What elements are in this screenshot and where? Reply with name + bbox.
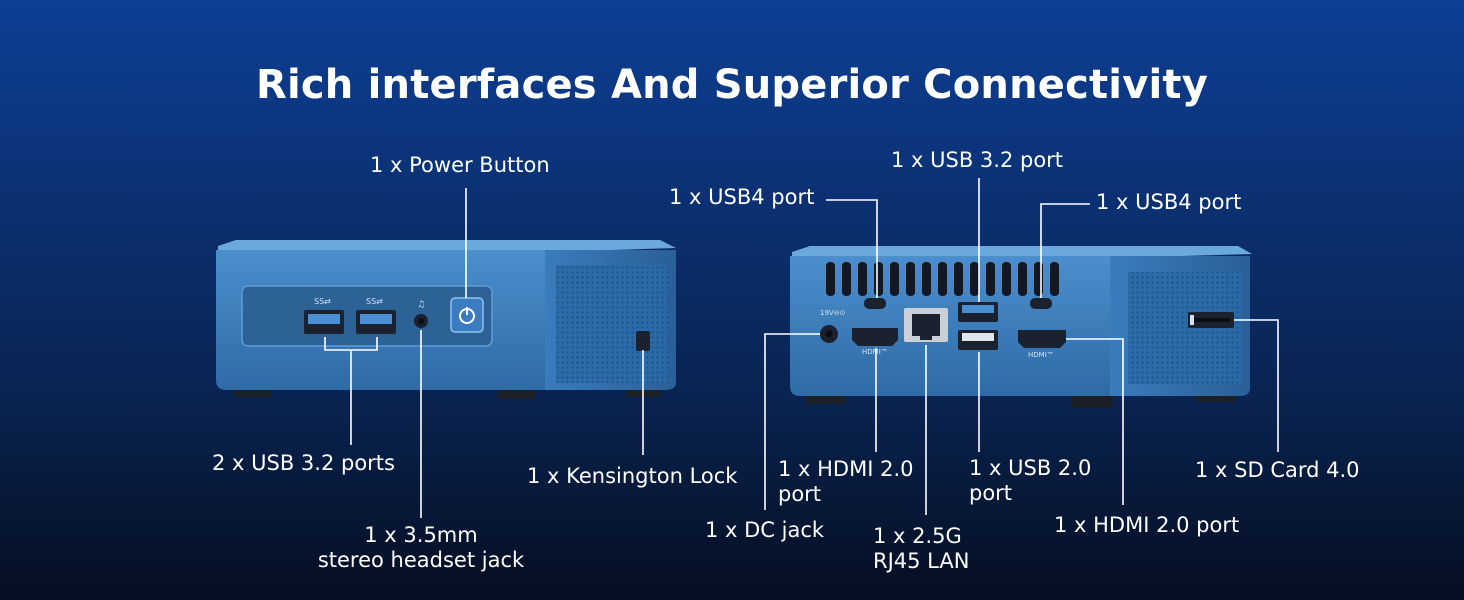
label-usb20-port: 1 x USB 2.0 port	[969, 456, 1091, 506]
label-lan-line1: 1 x 2.5G	[873, 524, 962, 548]
label-kensington-lock: 1 x Kensington Lock	[527, 464, 738, 488]
label-usb32-port: 1 x USB 3.2 port	[891, 148, 1064, 172]
svg-text:HDMI™: HDMI™	[862, 348, 888, 356]
label-audio-jack-line1: 1 x 3.5mm	[364, 523, 478, 547]
front-mini-pc: SS⇄ SS⇄ ♫	[216, 240, 676, 399]
label-usb20-line2: port	[969, 481, 1013, 505]
label-hdmi-left: 1 x HDMI 2.0 port	[778, 457, 914, 507]
label-hdmi-right: 1 x HDMI 2.0 port	[1054, 513, 1240, 537]
label-lan-line2: RJ45 LAN	[873, 549, 970, 573]
svg-text:SS⇄: SS⇄	[366, 297, 383, 306]
label-usb32-ports: 2 x USB 3.2 ports	[212, 451, 395, 475]
label-usb4-left: 1 x USB4 port	[669, 185, 815, 209]
svg-text:19V⊖⊙: 19V⊖⊙	[820, 309, 845, 317]
svg-text:HDMI™: HDMI™	[1028, 351, 1054, 359]
svg-text:♫: ♫	[417, 300, 425, 310]
label-hdmi-left-line2: port	[778, 482, 822, 506]
leader-lines	[324, 178, 1279, 518]
label-lan: 1 x 2.5G RJ45 LAN	[873, 524, 969, 574]
label-sd-card: 1 x SD Card 4.0	[1195, 458, 1360, 482]
label-power-button: 1 x Power Button	[370, 153, 550, 177]
svg-text:SS⇄: SS⇄	[314, 297, 331, 306]
rear-mini-pc: 19V⊖⊙ HDMI™ HDMI™	[790, 246, 1252, 408]
label-hdmi-left-line1: 1 x HDMI 2.0	[778, 457, 914, 481]
label-audio-jack: 1 x 3.5mm stereo headset jack	[314, 523, 528, 573]
label-usb20-line1: 1 x USB 2.0	[969, 456, 1092, 480]
label-usb4-right: 1 x USB4 port	[1096, 190, 1242, 214]
label-audio-jack-line2: stereo headset jack	[317, 548, 525, 572]
label-dc-jack: 1 x DC jack	[705, 518, 825, 542]
page-title: Rich interfaces And Superior Connectivit…	[255, 62, 1208, 108]
